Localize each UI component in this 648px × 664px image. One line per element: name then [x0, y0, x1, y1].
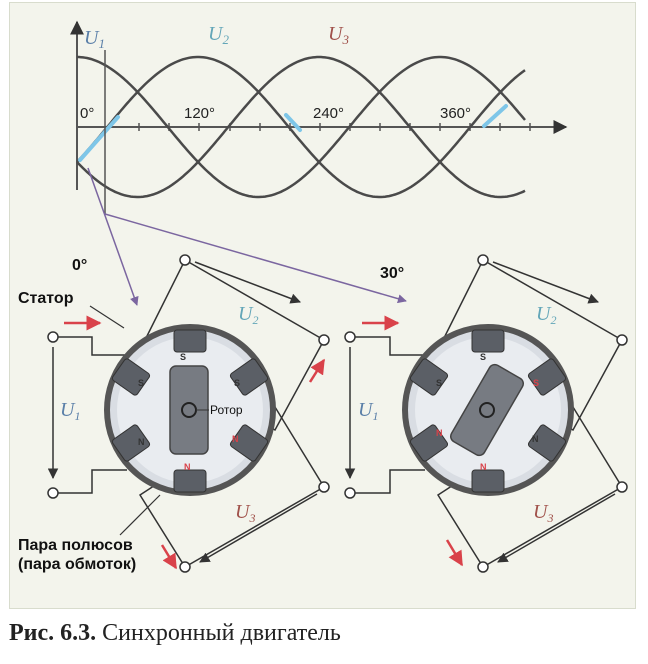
- rotor-30deg: [449, 363, 525, 457]
- pole-n-right: N: [232, 434, 239, 444]
- angle-label-0deg: 0°: [72, 257, 87, 274]
- wave-u2: [76, 55, 526, 199]
- motor-30deg: S S S N N N 30° U1 U2 U3: [344, 254, 628, 573]
- tick-label-0: 0°: [80, 105, 94, 122]
- pointer-to-30deg: [104, 213, 407, 304]
- motor0-u2-label: U2: [238, 303, 258, 327]
- pole-s-right-r: S: [533, 378, 539, 388]
- caption-title: Синхронный двигатель: [102, 620, 341, 646]
- stator-pointer: [89, 305, 125, 329]
- graph-u1-label: U1: [84, 27, 105, 51]
- pole-s-left-r: S: [436, 378, 442, 388]
- winding-u3-arrow: [199, 493, 318, 563]
- rotor-label: Ротор: [210, 403, 243, 417]
- waveform-graph: U1 U2 U3 0° 120° 240° 360°: [70, 20, 568, 306]
- motor30-u3-label: U3: [533, 501, 553, 525]
- motor0-u1-label: U1: [60, 399, 80, 423]
- pole-s-left: S: [138, 378, 144, 388]
- winding-u2-frame-r: [437, 258, 624, 432]
- wave-u3: [76, 55, 526, 199]
- pole-pair-pointer: [119, 494, 161, 536]
- winding-u2-frame: [139, 258, 326, 432]
- wave-u1: [77, 55, 526, 199]
- caption-number: Рис. 6.3.: [9, 620, 97, 646]
- motor0-u3-label: U3: [235, 501, 255, 525]
- pole-s-top-r: S: [480, 352, 486, 362]
- tick-label-360: 360°: [440, 105, 471, 122]
- stator-poles: [111, 329, 269, 493]
- angle-label-30deg: 30°: [380, 265, 404, 282]
- winding-u1-wire: [53, 336, 127, 356]
- pole-n-bottom-r: N: [480, 462, 487, 472]
- stator-label: Статор: [18, 290, 74, 307]
- current-arrow-u3: [160, 544, 178, 570]
- terminals-0deg: [47, 254, 330, 573]
- motor30-u1-label: U1: [358, 399, 378, 423]
- rotor-shaft-30deg: [479, 402, 495, 418]
- figure-caption: Рис. 6.3. Синхронный двигатель: [9, 620, 341, 647]
- winding-u1-wire-bottom-r: [350, 469, 425, 494]
- pole-n-left-r: N: [436, 428, 443, 438]
- pole-pair-label-1: Пара полюсов: [18, 537, 133, 554]
- phase-highlights: [78, 104, 508, 162]
- winding-u1-wire-r: [350, 336, 425, 356]
- graph-u2-label: U2: [208, 23, 229, 47]
- current-arrow-u3-r: [445, 539, 464, 567]
- figure-panel: [9, 2, 636, 609]
- pole-n-bottom: N: [184, 462, 191, 472]
- pole-s-right: S: [234, 378, 240, 388]
- pole-n-right-r: N: [532, 434, 539, 444]
- winding-u2-arrow-r: [492, 261, 599, 304]
- tick-label-240: 240°: [313, 105, 344, 122]
- pointer-to-0deg: [87, 167, 139, 306]
- pole-s-top: S: [180, 352, 186, 362]
- winding-u3-arrow-r: [497, 493, 616, 563]
- pole-pair-label-2: (пара обмоток): [18, 556, 136, 573]
- motor30-u2-label: U2: [536, 303, 556, 327]
- pole-n-left: N: [138, 437, 145, 447]
- winding-u1-wire-bottom: [53, 469, 127, 494]
- tick-label-120: 120°: [184, 105, 215, 122]
- motor-0deg: S S S N N N 0° Статор Ротор Пара полюсов: [18, 254, 330, 573]
- current-arrow-u2: [308, 358, 326, 383]
- winding-u2-arrow: [194, 261, 301, 304]
- graph-u3-label: U3: [328, 23, 349, 47]
- stator-poles-r: [409, 329, 567, 493]
- terminals-30deg: [344, 254, 628, 573]
